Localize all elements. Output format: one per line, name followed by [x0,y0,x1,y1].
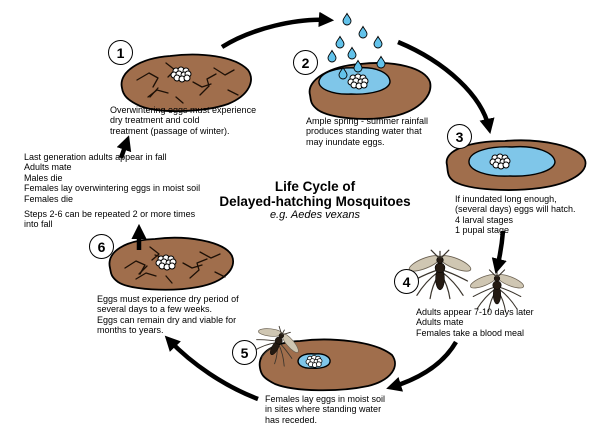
stage-3-caption: If inundated long enough, (several days)… [455,194,576,236]
soil-patch-stage5 [258,338,396,392]
repeat-steps-note: Steps 2-6 can be repeated 2 or more time… [24,209,196,230]
stage-6-number: 6 [89,234,114,259]
egg-cluster-icon [305,354,323,368]
stage-5-caption: Females lay eggs in moist soil in sites … [265,394,386,425]
arrow-stage2-to-stage3 [397,39,495,134]
arrow-stage1-to-stage2 [220,11,335,49]
stage-4-caption: Adults appear 7-10 days later Adults mat… [416,307,534,338]
diagram-title: Life Cycle of Delayed-hatching Mosquitoe… [212,179,418,222]
title-subtitle: e.g. Aedes vexans [269,209,361,221]
stage-2-number: 2 [293,50,318,75]
stage-1-number: 1 [108,40,133,65]
stage-4-number: 4 [394,269,419,294]
egg-cluster-icon [170,66,192,83]
arrow-stage4-to-stage5 [386,340,458,392]
title-line-2: Delayed-hatching Mosquitoes [219,193,411,209]
stage-3-number: 3 [447,124,472,149]
fall-generation-note: Last generation adults appear in fall Ad… [24,152,201,204]
stage-2-caption: Ample spring - summer rainfall produces … [306,116,429,147]
stage-5-number: 5 [232,340,257,365]
egg-cluster-icon [489,153,511,170]
egg-cluster-icon [155,254,177,271]
soil-cracks [124,246,226,284]
soil-patch-stage6 [108,236,234,291]
water-pool-icon [468,145,556,177]
soil-patch-stage1 [120,53,252,112]
stage-1-caption: Overwintering eggs must experience dry t… [110,105,257,136]
mosquito-icon [468,269,526,313]
title-line-1: Life Cycle of [274,179,356,194]
arrow-notes-to-stage1 [116,135,132,159]
arrow-stage3-to-stage4 [491,230,507,274]
soil-patch-stage2 [308,62,432,120]
egg-cluster-icon [347,73,369,90]
soil-patch-stage3 [445,139,587,191]
stage-6-caption: Eggs must experience dry period of sever… [97,294,239,336]
arrow-stage5-to-stage6 [164,335,259,402]
